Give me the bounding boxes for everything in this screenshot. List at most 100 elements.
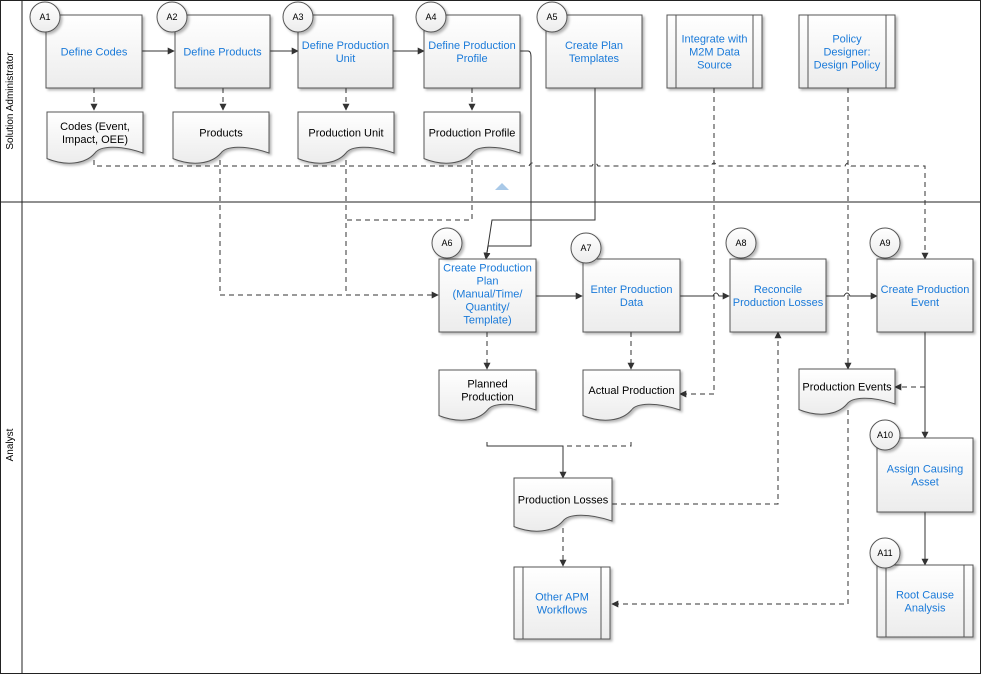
step-m2m-box[interactable] <box>666 14 763 89</box>
document-actual-label-line: Actual Production <box>588 385 674 397</box>
step-a7-label-line: Enter Production <box>591 284 673 296</box>
connector-a8-a9 <box>826 292 878 300</box>
badge-a7: A7 <box>570 232 602 264</box>
step-badge-circle <box>869 537 901 569</box>
step-a4-label-line: Define Production <box>428 40 515 52</box>
step-a1-box[interactable] <box>45 14 143 89</box>
step-a6-label-line: Template) <box>463 315 511 327</box>
connector-a5-a6 <box>483 88 596 260</box>
step-badge-label: A6 <box>441 238 452 248</box>
step-a3-label-line: Unit <box>336 53 356 65</box>
step-badge-label: A4 <box>425 12 436 22</box>
document-unit[interactable]: Production Unit <box>297 111 395 164</box>
step-badge-circle <box>415 1 447 33</box>
step-badge-circle <box>869 227 901 259</box>
document-losses-shape[interactable] <box>513 477 613 532</box>
step-a5-label-line: Templates <box>569 53 620 65</box>
connector-profile-a6 <box>346 160 473 221</box>
connector-losses-a8 <box>612 331 782 505</box>
step-badge-circle <box>282 1 314 33</box>
connector-products-a6 <box>219 160 439 299</box>
badge-a4: A4 <box>415 1 447 33</box>
document-events[interactable]: Production Events <box>798 368 896 415</box>
document-products-label-line: Products <box>199 128 243 140</box>
step-a7-box[interactable] <box>582 258 681 333</box>
step-a4-label-line: Profile <box>456 53 487 65</box>
step-a11-box[interactable] <box>876 564 974 638</box>
step-a2-box[interactable] <box>174 14 271 89</box>
step-policy-box[interactable] <box>798 14 896 89</box>
document-products[interactable]: Products <box>172 111 270 164</box>
step-badge-label: A8 <box>735 238 746 248</box>
step-badge-label: A5 <box>546 12 557 22</box>
step-a6-label-line: Create Production <box>443 263 532 275</box>
step-badge-label: A2 <box>166 12 177 22</box>
document-losses[interactable]: Production Losses <box>513 477 613 532</box>
connectors <box>90 47 929 608</box>
step-badge-circle <box>536 1 568 33</box>
document-codes[interactable]: Codes (Event,Impact, OEE) <box>46 111 144 164</box>
step-other-label-line: Other APM <box>535 592 589 604</box>
step-other-box[interactable] <box>513 566 611 640</box>
document-actual[interactable]: Actual Production <box>582 369 681 421</box>
document-profile-shape[interactable] <box>423 111 521 164</box>
collapse-up-marker[interactable] <box>495 183 509 190</box>
step-a10-label-line: Asset <box>911 477 939 489</box>
badge-a6: A6 <box>431 227 463 259</box>
step-a6-label-line: (Manual/Time/ <box>453 289 524 301</box>
step-a6-box[interactable] <box>438 258 537 333</box>
connector-planned-losses <box>486 442 567 479</box>
connector-a7-a8 <box>680 292 730 300</box>
step-badge-label: A3 <box>292 12 303 22</box>
step-a1-label-line: Define Codes <box>61 47 128 59</box>
step-a2[interactable]: Define Products <box>174 14 271 89</box>
document-losses-label-line: Production Losses <box>518 495 609 507</box>
badge-a2: A2 <box>156 1 188 33</box>
document-profile[interactable]: Production Profile <box>423 111 521 164</box>
steps-layer: Define Codes Define Products Define Produc… <box>45 14 974 640</box>
document-planned-label-line: Planned <box>467 379 507 391</box>
step-badge-label: A11 <box>877 548 892 558</box>
step-a10-box[interactable] <box>876 437 974 513</box>
step-a3-box[interactable] <box>297 14 394 89</box>
document-events-shape[interactable] <box>798 368 896 415</box>
step-badge-circle <box>431 227 463 259</box>
connector-codes-a9 <box>93 160 929 260</box>
connector-m2m-actual <box>679 88 715 398</box>
badge-a1: A1 <box>29 1 61 33</box>
step-a8-box[interactable] <box>729 258 827 333</box>
document-actual-shape[interactable] <box>582 369 681 421</box>
document-products-shape[interactable] <box>172 111 270 164</box>
step-policy-label-line: Designer: <box>823 47 870 59</box>
step-a6[interactable]: Create ProductionPlan(Manual/Time/Quanti… <box>438 258 537 333</box>
document-unit-shape[interactable] <box>297 111 395 164</box>
step-a3-label-line: Define Production <box>302 40 389 52</box>
step-badge-label: A9 <box>879 238 890 248</box>
step-m2m-label-line: Source <box>697 60 732 72</box>
step-badge-label: A1 <box>39 12 50 22</box>
step-a10-label-line: Assign Causing <box>887 464 963 476</box>
step-a11-label-line: Analysis <box>905 603 946 615</box>
step-a5-label-line: Create Plan <box>565 40 623 52</box>
step-a9-label-line: Event <box>911 297 939 309</box>
step-badge-circle <box>156 1 188 33</box>
step-a1[interactable]: Define Codes <box>45 14 143 89</box>
document-codes-shape[interactable] <box>46 111 144 164</box>
connector-events-other <box>611 410 849 608</box>
step-a9-box[interactable] <box>876 258 974 333</box>
connector-actual-losses <box>563 442 632 447</box>
document-planned-shape[interactable] <box>438 369 537 421</box>
